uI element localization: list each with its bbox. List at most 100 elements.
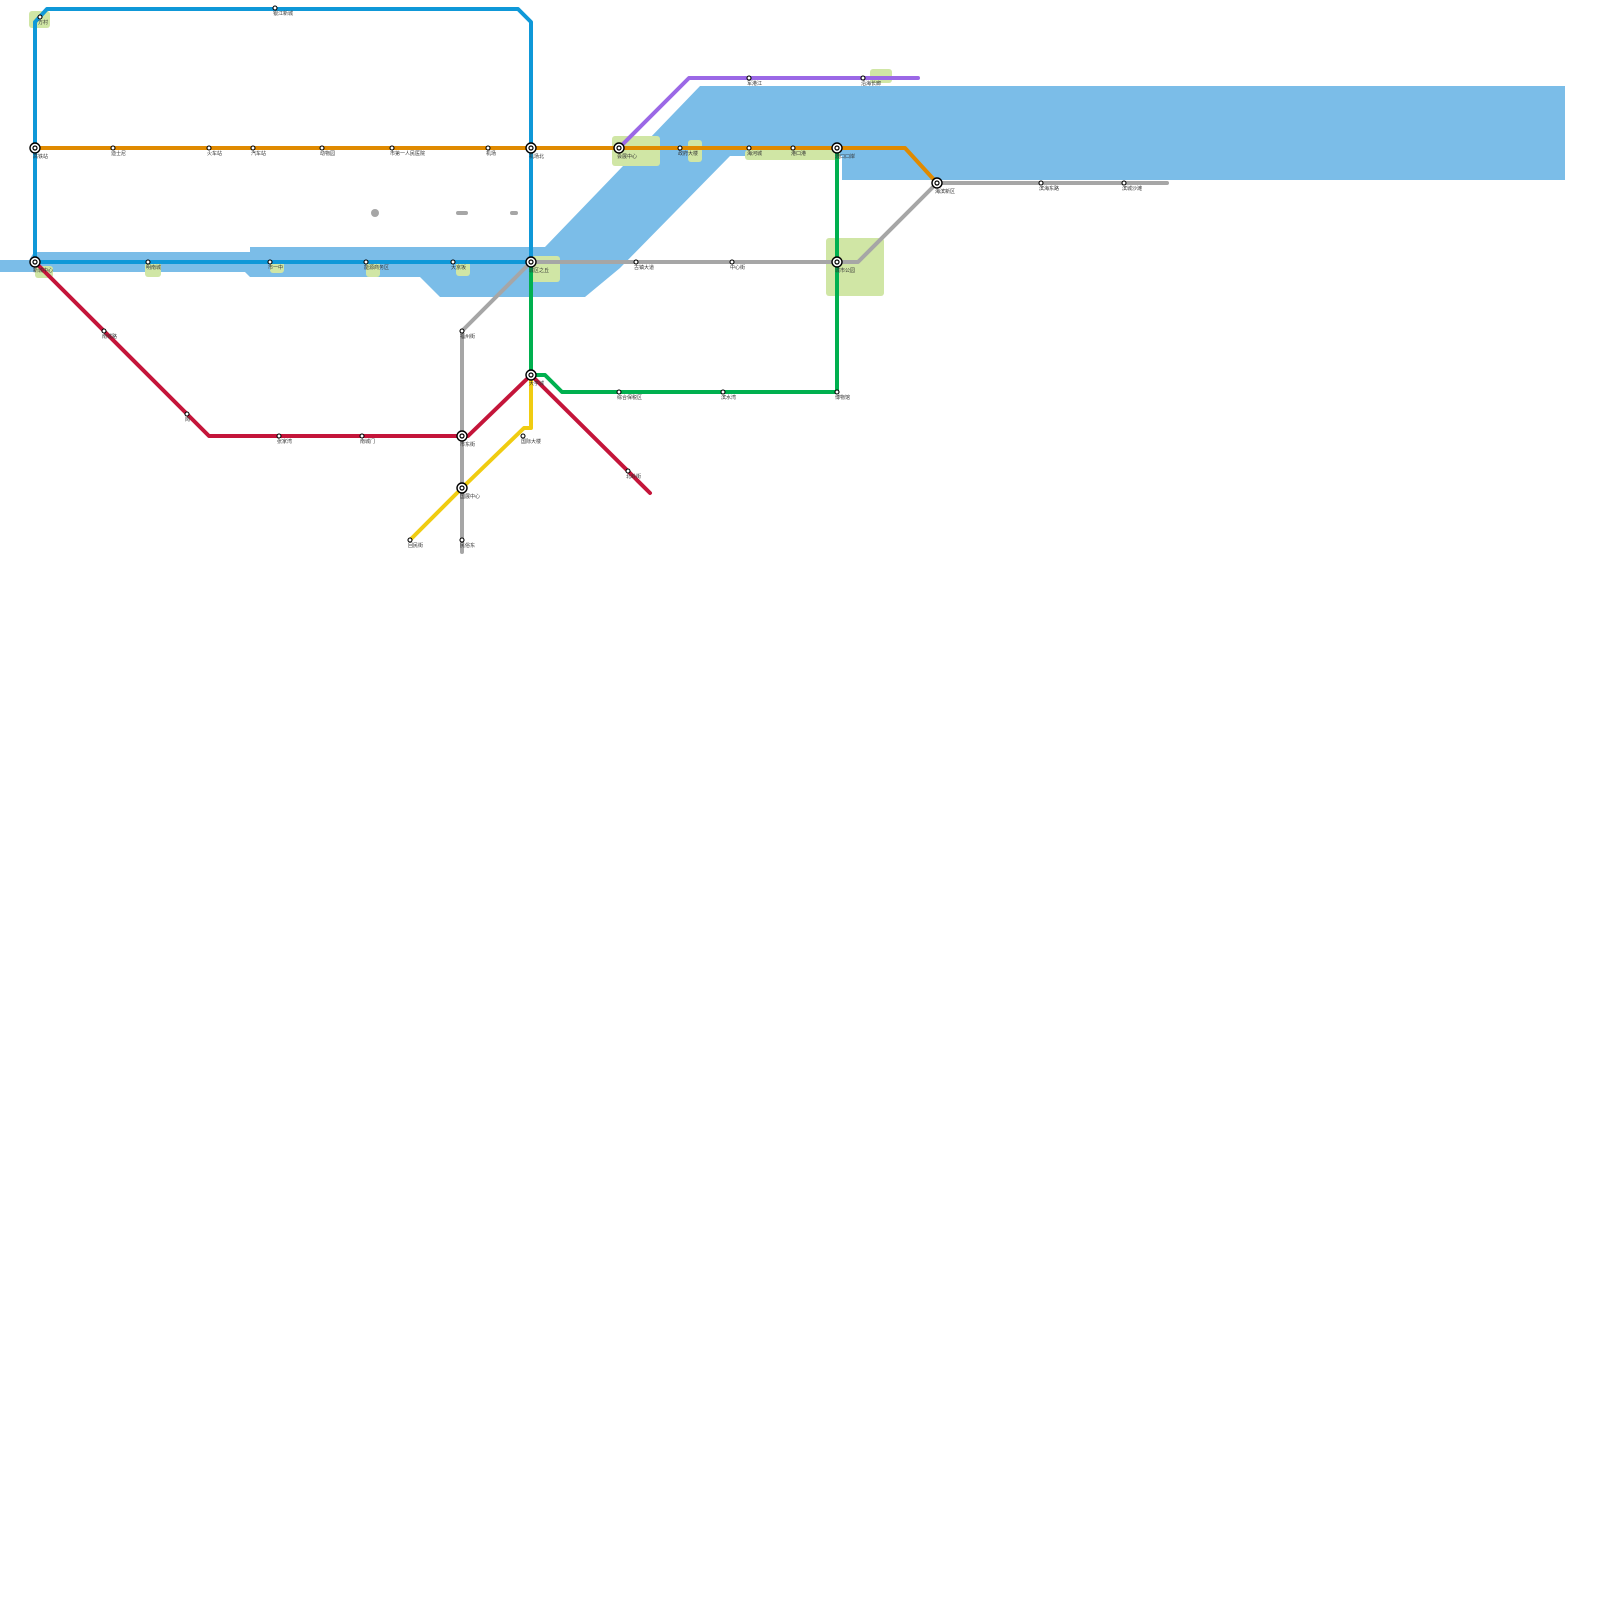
station-label: 机场北 — [529, 153, 544, 160]
station-label: 大学城 — [529, 380, 544, 387]
park-area — [456, 261, 470, 276]
line-blue[interactable] — [33, 7, 533, 264]
station-icon — [267, 259, 273, 265]
station-s24[interactable]: 大京坂 — [450, 259, 466, 271]
station-s6[interactable]: 动物园 — [319, 145, 335, 157]
line-green[interactable] — [529, 146, 839, 394]
station-s27[interactable]: 中心街 — [729, 259, 745, 271]
station-label: 中心街 — [730, 264, 745, 271]
station-icon — [450, 259, 456, 265]
station-label: 明南城 — [146, 264, 161, 271]
station-s41[interactable]: 国展中心 — [456, 482, 480, 500]
line-yellow[interactable] — [408, 373, 533, 542]
station-s7[interactable]: 市第一人民医院 — [389, 145, 425, 157]
station-s9[interactable]: 机场北 — [525, 142, 544, 160]
station-s34[interactable]: 南城路 — [101, 328, 117, 340]
station-s42[interactable]: 回民街 — [407, 537, 423, 549]
park-area — [688, 140, 702, 162]
station-label: 张家湾 — [277, 438, 292, 445]
station-label: 国际大楼 — [521, 438, 541, 445]
line-purple[interactable] — [617, 76, 920, 150]
station-icon — [110, 145, 116, 151]
line-red[interactable] — [33, 260, 652, 495]
station-s11[interactable]: 政府大楼 — [677, 145, 698, 157]
station-label: 福州街 — [460, 333, 475, 340]
station-s19[interactable]: 沿海长廊 — [860, 75, 881, 87]
station-label: 沿海长廊 — [861, 80, 881, 87]
station-s14[interactable]: 渡口口岸 — [831, 142, 855, 160]
station-icon — [485, 145, 491, 151]
station-s29[interactable]: 福州街 — [459, 328, 475, 340]
interchange-inner-icon — [528, 372, 534, 378]
station-s32[interactable]: 滨水湾 — [720, 389, 736, 401]
station-s2[interactable]: 高铁站 — [29, 142, 48, 160]
station-s36[interactable]: 张家湾 — [276, 433, 292, 445]
interchange-inner-icon — [528, 145, 534, 151]
water-body — [545, 86, 1565, 297]
grey-marker — [510, 211, 518, 215]
station-icon — [206, 145, 212, 151]
station-label: 军港江 — [747, 80, 762, 87]
interchange-inner-icon — [834, 145, 840, 151]
station-label: 汽车站 — [251, 150, 266, 157]
station-label: 港口港 — [791, 150, 806, 157]
station-label: 北岭街 — [626, 473, 641, 480]
station-label: 市第一人民医院 — [390, 150, 425, 157]
station-s23[interactable]: 能源商务区 — [363, 259, 389, 271]
station-s5[interactable]: 汽车站 — [250, 145, 266, 157]
station-icon — [359, 433, 365, 439]
interchange-inner-icon — [459, 485, 465, 491]
station-s1[interactable]: 银江新城 — [272, 5, 293, 17]
station-icon — [790, 145, 796, 151]
station-icon — [459, 537, 465, 543]
interchange-inner-icon — [459, 433, 465, 439]
station-label: 滨水湾 — [721, 394, 736, 401]
station-icon — [250, 145, 256, 151]
station-icon — [276, 433, 282, 439]
station-s30[interactable]: 大学城 — [525, 369, 544, 387]
station-s16[interactable]: 滨海东路 — [1038, 180, 1059, 192]
station-label: 南城路 — [102, 333, 117, 340]
station-s40[interactable]: 国际大楼 — [520, 433, 541, 445]
station-s13[interactable]: 港口港 — [790, 145, 806, 157]
interchange-inner-icon — [616, 145, 622, 151]
station-label: 高铁站 — [33, 153, 48, 160]
station-s0[interactable]: 方村 — [37, 14, 48, 26]
station-icon — [625, 468, 631, 474]
station-s4[interactable]: 火车站 — [206, 145, 222, 157]
station-icon — [729, 259, 735, 265]
station-label: 能源商务区 — [364, 264, 389, 271]
station-icon — [184, 411, 190, 417]
station-s8[interactable]: 机场 — [485, 145, 496, 157]
station-icon — [37, 14, 43, 20]
station-s25[interactable]: 城区之丘 — [525, 256, 549, 274]
station-s12[interactable]: 海河城 — [746, 145, 762, 157]
station-label: 海滨新区 — [935, 188, 955, 195]
station-s21[interactable]: 明南城 — [145, 259, 161, 271]
station-s22[interactable]: 市一中 — [267, 259, 283, 271]
station-label: 会展中心 — [617, 153, 637, 160]
line-orange[interactable] — [33, 146, 939, 185]
station-s3[interactable]: 迪士尼 — [110, 145, 126, 157]
station-s15[interactable]: 海滨新区 — [931, 177, 955, 195]
station-s31[interactable]: 综合保税区 — [616, 389, 642, 401]
station-s18[interactable]: 军港江 — [746, 75, 762, 87]
station-s39[interactable]: 北岭街 — [625, 468, 641, 480]
station-s35[interactable]: 岗 — [184, 411, 190, 423]
station-s10[interactable]: 会展中心 — [613, 142, 637, 160]
station-label: 机场 — [486, 150, 496, 157]
station-s38[interactable]: 市东街 — [456, 430, 475, 448]
station-label: 南城门 — [360, 438, 375, 445]
station-s20[interactable]: 新城中心 — [29, 256, 53, 274]
station-icon — [1121, 180, 1127, 186]
station-s26[interactable]: 古镇大道 — [633, 259, 654, 271]
station-label: 博物馆 — [835, 394, 850, 401]
station-s17[interactable]: 滨城沙滩 — [1121, 180, 1142, 192]
station-s43[interactable]: 民俗东 — [459, 537, 475, 549]
station-label: 动物园 — [320, 150, 335, 157]
water-body — [0, 260, 35, 272]
station-s37[interactable]: 南城门 — [359, 433, 375, 445]
station-label: 民俗东 — [460, 542, 475, 549]
station-s33[interactable]: 博物馆 — [834, 389, 850, 401]
station-s28[interactable]: 城市公园 — [831, 256, 855, 274]
